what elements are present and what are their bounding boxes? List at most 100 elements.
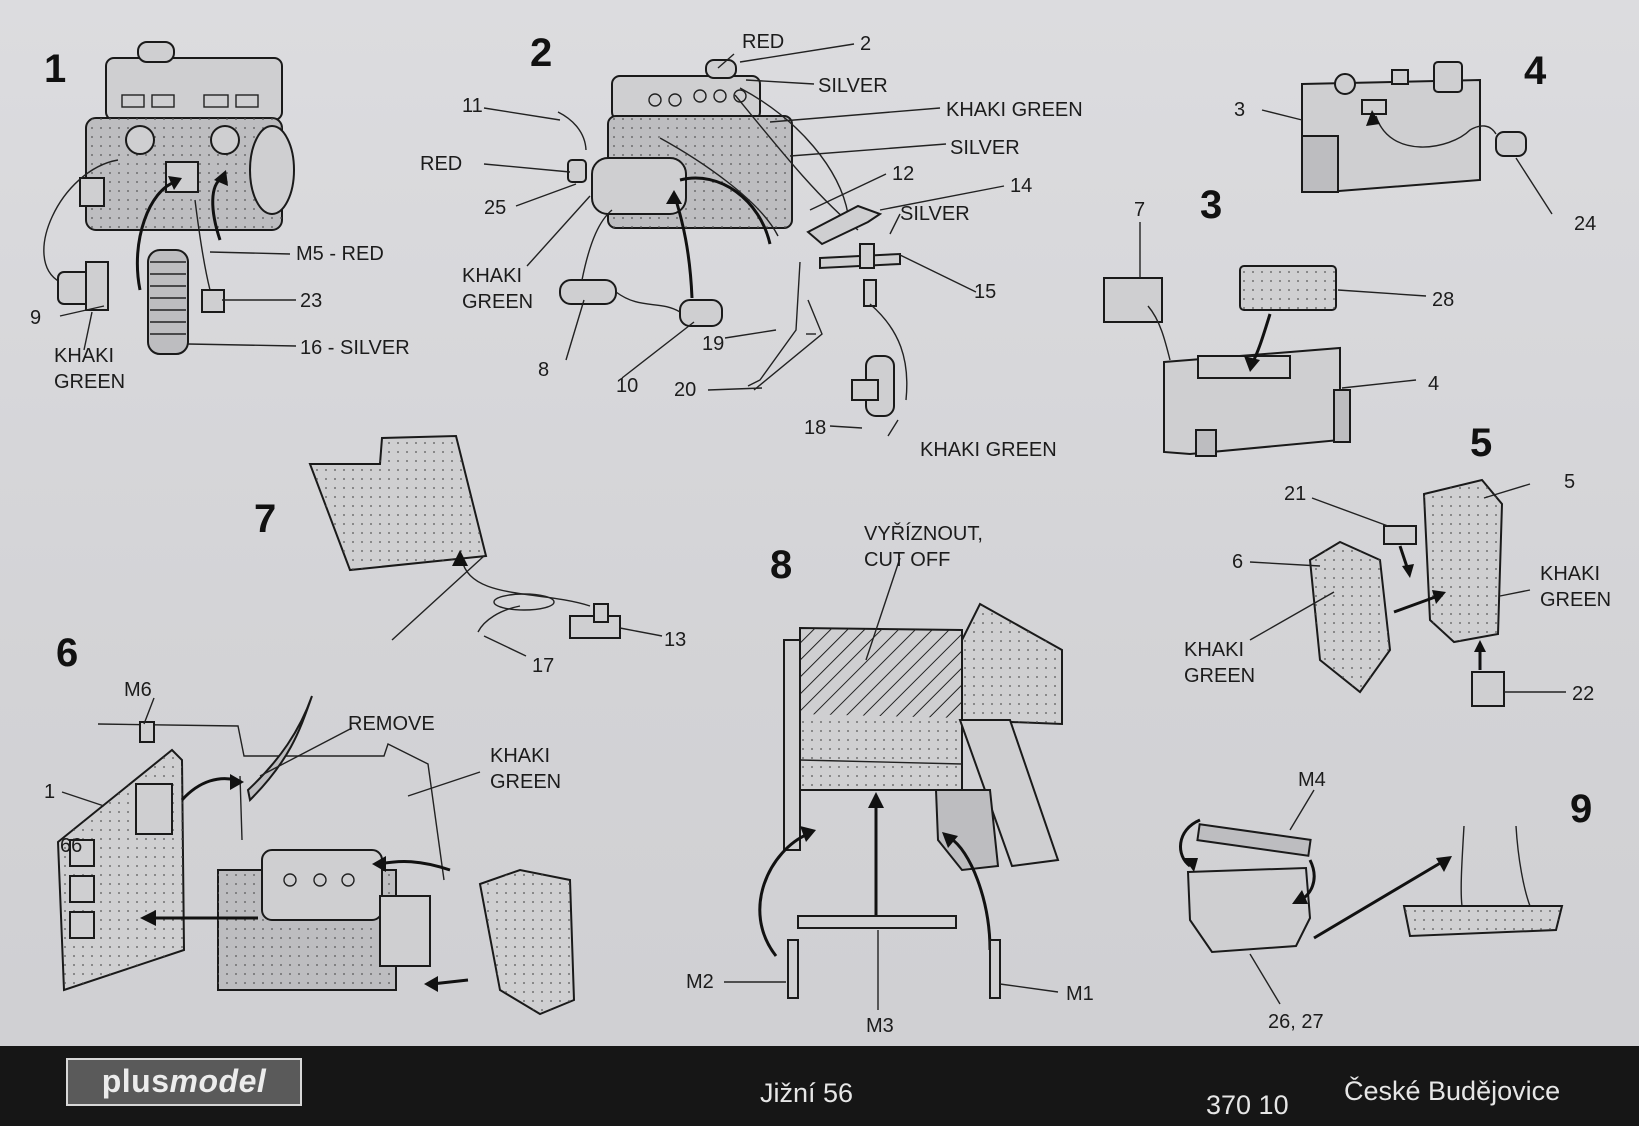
step-3-number: 3 (1200, 183, 1222, 227)
label-remove: REMOVE (348, 713, 435, 735)
label-9: 9 (30, 307, 41, 329)
label-10: 10 (616, 375, 638, 397)
strip-m2 (787, 939, 799, 999)
step-7-diagram: 7 13 17 (254, 434, 686, 677)
label-m5-red: M5 - RED (296, 243, 384, 265)
label-6: 6 (1232, 551, 1243, 573)
label-5: 5 (1564, 471, 1575, 493)
label-silver-1: SILVER (818, 75, 888, 97)
cut-off-area (800, 628, 962, 718)
step-4-diagram: 4 3 24 (1234, 49, 1596, 235)
step-9-number: 9 (1570, 787, 1592, 831)
address-city: České Budějovice (1344, 1076, 1561, 1106)
label-red-left: RED (420, 153, 462, 175)
label-11: 11 (462, 95, 483, 117)
label-1: 1 (44, 781, 55, 803)
bracket-21 (1383, 525, 1417, 545)
part-8 (559, 279, 617, 305)
label-20: 20 (674, 379, 696, 401)
label-silver-2: SILVER (950, 137, 1020, 159)
strip-m1 (989, 939, 1001, 999)
label-3: 3 (1234, 99, 1245, 121)
label-khaki-green-2: KHAKI GREEN (920, 439, 1057, 461)
label-green: GREEN (490, 771, 561, 793)
label-green: GREEN (54, 371, 125, 393)
oil-filler-cap (137, 41, 175, 63)
bracket-22 (1471, 671, 1505, 707)
box-26-27 (1186, 866, 1312, 954)
air-filter-16 (147, 249, 189, 355)
label-17: 17 (532, 655, 554, 677)
engine-head (105, 57, 283, 121)
step-3-diagram: 3 7 28 4 (1103, 183, 1454, 457)
label-m3: M3 (866, 1015, 894, 1037)
label-66: 66 (60, 835, 82, 857)
part-10 (679, 299, 723, 327)
label-18: 18 (804, 417, 826, 439)
label-25: 25 (484, 197, 506, 219)
grille-m4 (1196, 823, 1312, 857)
label-khaki-left: KHAKI (1184, 639, 1244, 661)
plusmodel-logo: plusmodel (66, 1058, 302, 1106)
label-khaki: KHAKI (54, 345, 114, 367)
label-m6: M6 (124, 679, 152, 701)
label-m1: M1 (1066, 983, 1094, 1005)
step-8-number: 8 (770, 543, 792, 587)
label-13: 13 (664, 629, 686, 651)
label-khaki-right: KHAKI (1540, 563, 1600, 585)
step-1-number: 1 (44, 47, 66, 91)
address-postcode: 370 10 (1206, 1090, 1289, 1120)
label-cut-1: VYŘÍZNOUT, (864, 522, 983, 545)
part-23 (201, 289, 225, 313)
part-24 (1495, 131, 1527, 157)
step-2-number: 2 (530, 31, 552, 75)
step-6-diagram: 6 M6 REMOVE KHAKI GREEN 1 66 (44, 631, 576, 1016)
logo-text-model: model (169, 1063, 267, 1099)
label-khaki: KHAKI (462, 265, 522, 287)
label-green: GREEN (462, 291, 533, 313)
label-22: 22 (1572, 683, 1594, 705)
label-red-top: RED (742, 31, 784, 53)
step-7-number: 7 (254, 497, 276, 541)
part-14 (806, 204, 883, 246)
label-21: 21 (1284, 483, 1306, 505)
step-1-diagram: 1 9 KHAKI GREEN M5 - RED (30, 41, 410, 393)
label-14: 14 (1010, 175, 1032, 197)
label-m2: M2 (686, 971, 714, 993)
label-cut-2: CUT OFF (864, 549, 950, 571)
logo-text-plus: plus (101, 1063, 170, 1099)
label-silver-3: SILVER (900, 203, 970, 225)
label-7: 7 (1134, 199, 1145, 221)
label-green-left: GREEN (1184, 665, 1255, 687)
label-24: 24 (1574, 213, 1596, 235)
step-9-diagram: 9 M4 26, 27 (1179, 769, 1592, 1033)
cutting-knife (246, 695, 313, 803)
address-street: Jižní 56 (760, 1078, 854, 1108)
step-5-number: 5 (1470, 421, 1492, 465)
label-16-silver: 16 - SILVER (300, 337, 410, 359)
label-m4: M4 (1298, 769, 1326, 791)
flywheel (249, 125, 295, 215)
label-4: 4 (1428, 373, 1439, 395)
part-m6 (139, 721, 155, 743)
label-2: 2 (860, 33, 871, 55)
strip-m3 (797, 915, 957, 929)
label-19: 19 (702, 333, 724, 355)
step-5-diagram: 5 21 5 6 KHAKI GREEN KHAKI GREEN 22 (1184, 421, 1611, 707)
label-12: 12 (892, 163, 914, 185)
label-khaki: KHAKI (490, 745, 550, 767)
label-green-right: GREEN (1540, 589, 1611, 611)
label-15: 15 (974, 281, 996, 303)
label-23: 23 (300, 290, 322, 312)
step-2-diagram: 2 (420, 31, 1083, 461)
label-28: 28 (1432, 289, 1454, 311)
label-khaki-green-1: KHAKI GREEN (946, 99, 1083, 121)
part-7 (1103, 277, 1163, 323)
step-8-diagram: 8 VYŘÍZNOUT, CUT OFF M2 M3 M1 (686, 522, 1094, 1037)
step-6-number: 6 (56, 631, 78, 675)
label-26-27: 26, 27 (1268, 1011, 1324, 1033)
label-8: 8 (538, 359, 549, 381)
step-4-number: 4 (1524, 49, 1547, 93)
